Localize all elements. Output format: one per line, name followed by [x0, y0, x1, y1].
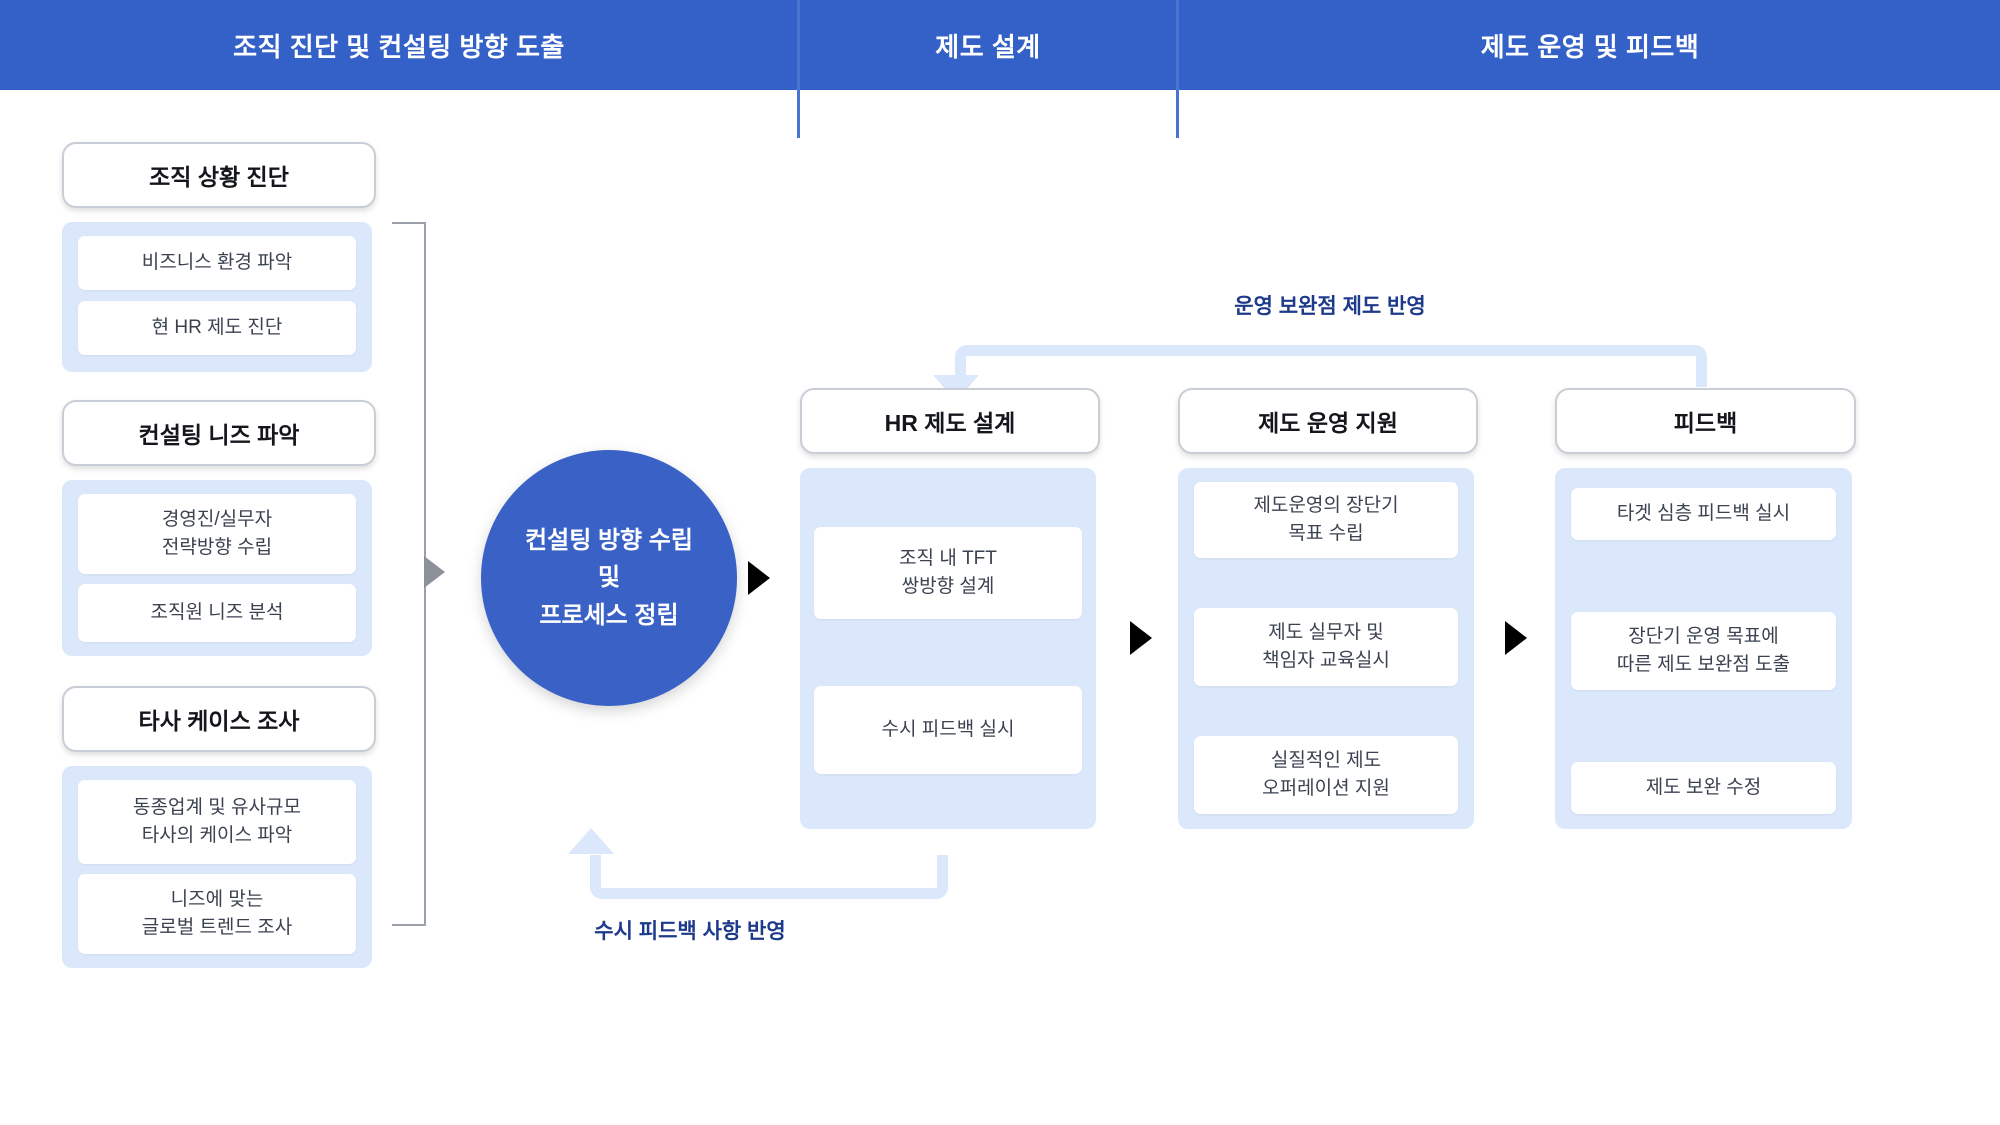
stage-title-operation-support[interactable]: 제도 운영 지원	[1178, 388, 1478, 454]
group-title-organization-diagnosis[interactable]: 조직 상황 진단	[62, 142, 376, 208]
list-item[interactable]: 수시 피드백 실시	[814, 686, 1082, 774]
phase-header-1: 조직 진단 및 컨설팅 방향 도출	[233, 31, 565, 62]
list-item[interactable]: 조직원 니즈 분석	[78, 584, 356, 642]
phase-header-3: 제도 운영 및 피드백	[1480, 31, 1700, 62]
feedback-arrow-top-label: 운영 보완점 제도 반영	[1234, 295, 1426, 318]
phase-header-2: 제도 설계	[935, 31, 1041, 62]
feedback-arrow-bottom-path	[590, 855, 948, 899]
bracket-arrow-icon	[424, 556, 445, 588]
list-item[interactable]: 제도 실무자 및 책임자 교육실시	[1194, 608, 1458, 686]
group-title-consulting-needs[interactable]: 컨설팅 니즈 파악	[62, 400, 376, 466]
phase-divider-1	[797, 0, 800, 138]
flow-arrow-icon-design-to-support	[1130, 621, 1152, 655]
list-item[interactable]: 현 HR 제도 진단	[78, 301, 356, 355]
list-item[interactable]: 니즈에 맞는 글로벌 트렌드 조사	[78, 874, 356, 954]
list-item[interactable]: 타겟 심층 피드백 실시	[1571, 488, 1836, 540]
list-item[interactable]: 장단기 운영 목표에 따른 제도 보완점 도출	[1571, 612, 1836, 690]
list-item[interactable]: 비즈니스 환경 파악	[78, 236, 356, 290]
center-circle-consulting-direction[interactable]: 컨설팅 방향 수립 및 프로세스 정립	[481, 450, 737, 706]
flow-arrow-icon-circle-to-design	[748, 561, 770, 595]
left-group-bracket	[392, 222, 426, 926]
feedback-arrow-bottom-head-icon	[568, 828, 614, 854]
list-item[interactable]: 동종업계 및 유사규모 타사의 케이스 파악	[78, 780, 356, 864]
stage-title-feedback[interactable]: 피드백	[1555, 388, 1856, 454]
list-item[interactable]: 제도운영의 장단기 목표 수립	[1194, 482, 1458, 558]
list-item[interactable]: 실질적인 제도 오퍼레이션 지원	[1194, 736, 1458, 814]
phase-header-band	[0, 0, 2000, 90]
phase-divider-2	[1176, 0, 1179, 138]
flow-arrow-icon-support-to-feedback	[1505, 621, 1527, 655]
group-title-other-company-cases[interactable]: 타사 케이스 조사	[62, 686, 376, 752]
stage-title-hr-system-design[interactable]: HR 제도 설계	[800, 388, 1100, 454]
feedback-arrow-top-path	[955, 345, 1707, 387]
list-item[interactable]: 제도 보완 수정	[1571, 762, 1836, 814]
feedback-arrow-bottom-label: 수시 피드백 사항 반영	[594, 920, 786, 943]
list-item[interactable]: 조직 내 TFT 쌍방향 설계	[814, 527, 1082, 619]
stage-panel-hr-system-design	[800, 468, 1096, 829]
list-item[interactable]: 경영진/실무자 전략방향 수립	[78, 494, 356, 574]
